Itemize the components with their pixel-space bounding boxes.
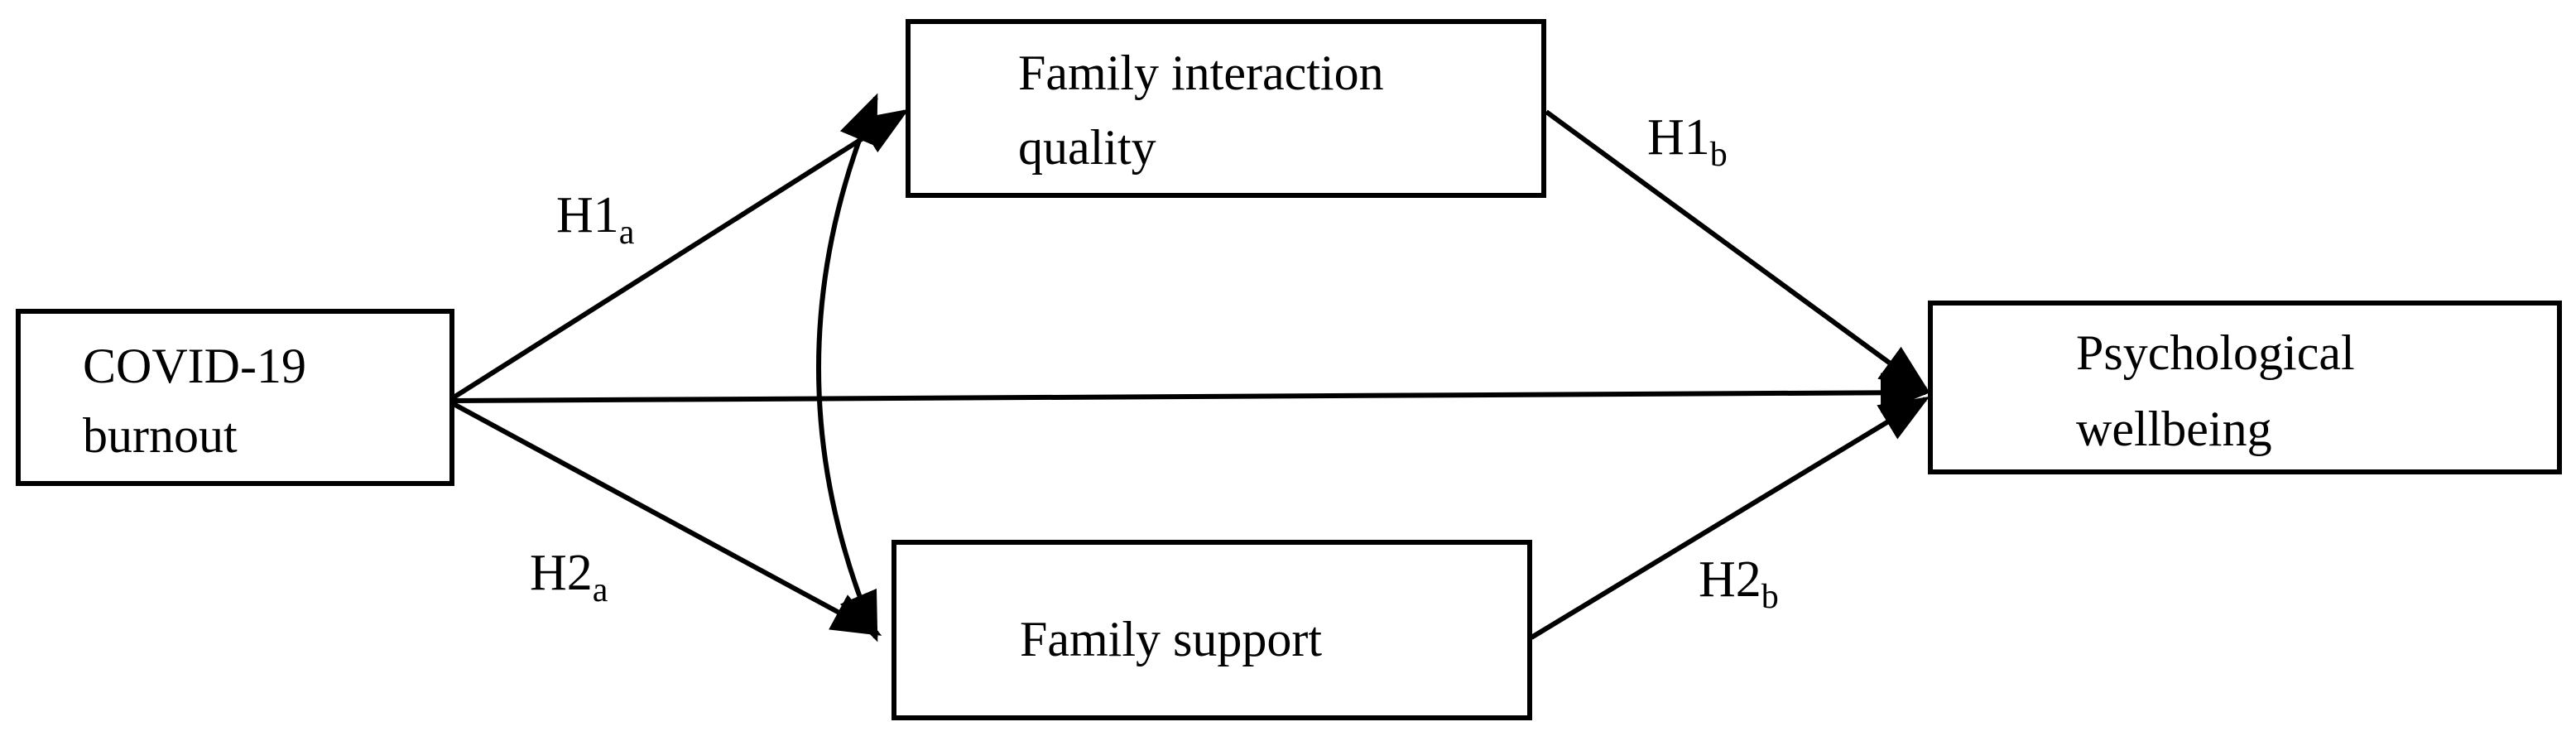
edge-family-interaction-to-wellbeing — [1545, 109, 1930, 392]
edge-covid-to-family-support — [452, 402, 882, 636]
node-covid-burnout-line1: COVID-19 — [83, 339, 306, 393]
node-covid-burnout-line2: burnout — [83, 408, 238, 463]
node-family-support: Family support — [892, 540, 1532, 720]
node-family-support-line1: Family support — [1020, 612, 1322, 666]
node-family-interaction-quality: Family interaction quality — [906, 19, 1546, 198]
node-family-interaction-line1: Family interaction — [1018, 46, 1384, 100]
node-covid-burnout: COVID-19 burnout — [16, 309, 454, 486]
node-psychological-wellbeing: Psychological wellbeing — [1928, 301, 2562, 474]
edge-covariance-curve — [816, 93, 878, 642]
edge-covid-to-family-interaction — [452, 108, 910, 400]
node-psych-wellbeing-line1: Psychological — [2076, 325, 2355, 380]
node-family-interaction-line2: quality — [1018, 120, 1156, 175]
path-label-h2b: H2b — [1699, 551, 1779, 616]
edge-covid-to-wellbeing — [453, 373, 1930, 413]
path-label-h1a: H1a — [556, 187, 635, 252]
node-psych-wellbeing-line2: wellbeing — [2076, 402, 2272, 456]
path-label-h1b: H1b — [1647, 109, 1728, 174]
path-label-h2a: H2a — [530, 545, 608, 609]
edge-family-support-to-wellbeing — [1530, 396, 1930, 640]
